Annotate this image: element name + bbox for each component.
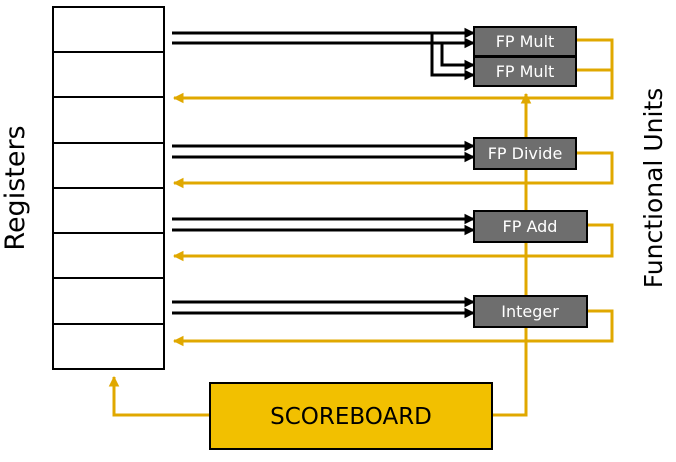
functional-unit-fp-add: FP Add (473, 210, 588, 243)
operand-bus-fp-mult (172, 27, 476, 81)
registers-label: Registers (0, 125, 31, 250)
functional-unit-fp-mult-1: FP Mult (473, 26, 577, 57)
operand-bus-integer (172, 296, 476, 319)
operand-bus-fp-divide (172, 140, 476, 163)
functional-units-label: Functional Units (639, 88, 668, 288)
result-bus-fp-mult (172, 38, 614, 104)
unit-label: Integer (501, 302, 559, 321)
unit-label: FP Add (503, 217, 558, 236)
register-file (52, 6, 165, 370)
unit-label: FP Mult (496, 32, 555, 51)
result-bus-fp-add (172, 223, 614, 262)
scoreboard-block: SCOREBOARD (209, 382, 493, 450)
result-bus-integer (172, 309, 614, 347)
functional-unit-integer: Integer (473, 295, 588, 328)
functional-unit-fp-mult-2: FP Mult (473, 56, 577, 87)
unit-label: FP Mult (496, 62, 555, 81)
scoreboard-label: SCOREBOARD (270, 404, 432, 430)
functional-unit-fp-divide: FP Divide (473, 137, 577, 170)
result-bus-fp-divide (172, 151, 614, 189)
unit-label: FP Divide (488, 144, 563, 163)
operand-bus-fp-add (172, 213, 476, 236)
scoreboard-control-bus (108, 92, 532, 417)
